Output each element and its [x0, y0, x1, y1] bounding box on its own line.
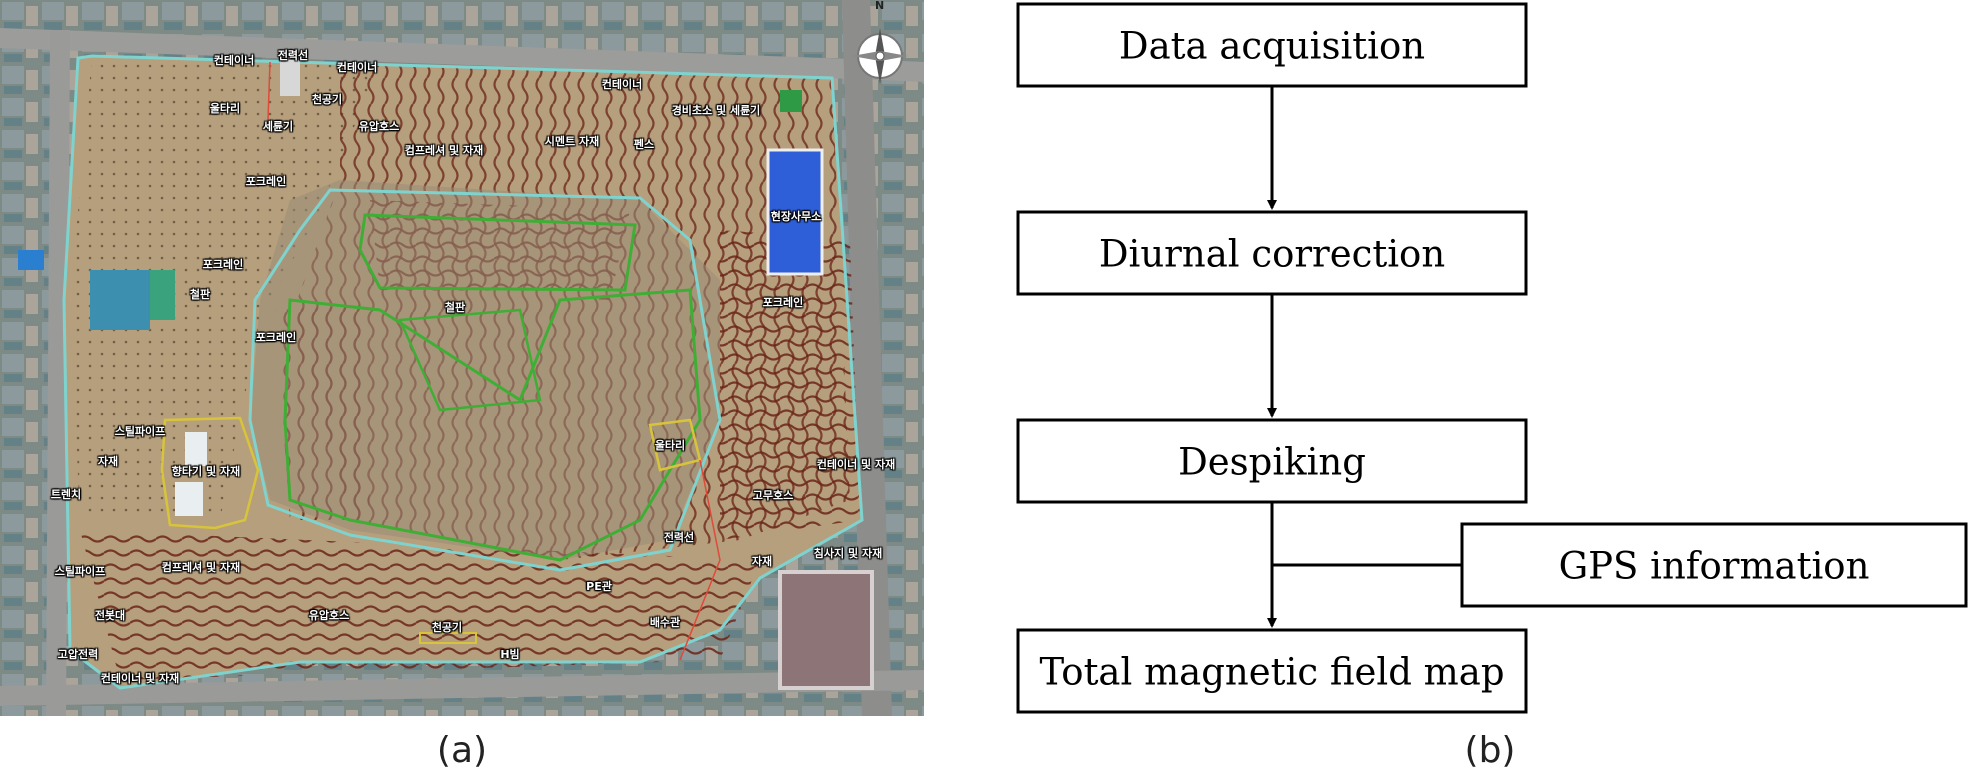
step-label-total-magnetic-field-map: Total magnetic field map — [1039, 650, 1505, 694]
site-office-building — [766, 148, 824, 276]
side-label-gps-information: GPS information — [1558, 544, 1870, 588]
step-label-despiking: Despiking — [1178, 440, 1366, 484]
site-boundary — [62, 54, 864, 690]
yellow-zone-piling — [160, 416, 260, 530]
caption-a: (a) — [436, 730, 488, 771]
step-label-data-acquisition: Data acquisition — [1118, 24, 1426, 68]
step-label-diurnal-correction: Diurnal correction — [1098, 232, 1446, 276]
compass-icon — [852, 28, 908, 84]
green-zone-main — [283, 288, 702, 562]
caption-b: (b) — [1464, 730, 1516, 771]
green-zone-upper — [358, 213, 637, 292]
compass-north-letter: N — [875, 0, 885, 12]
site-map-image — [0, 0, 924, 716]
warehouse-building — [778, 570, 874, 690]
